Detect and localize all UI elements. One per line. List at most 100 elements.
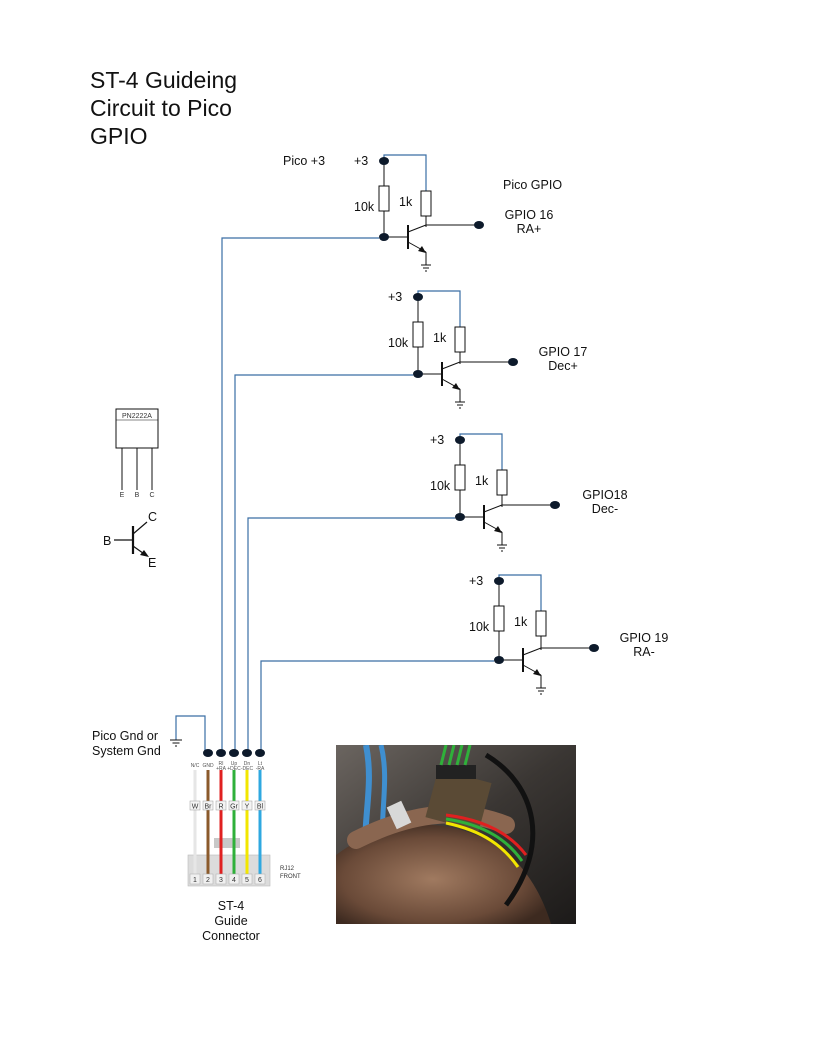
title-line-1: ST-4 Guideing: [90, 67, 238, 93]
collector-leg: [483, 504, 503, 513]
wire-letter-box: [254, 800, 266, 811]
wire-letter: Gr: [230, 804, 238, 811]
base-resistor-label: 10k: [388, 336, 409, 350]
collector-leg: [441, 361, 461, 370]
symbol-collector-label: C: [148, 510, 157, 524]
wire-letter-box: [202, 800, 214, 811]
supply-label: +3: [469, 574, 483, 588]
page-title: ST-4 Guideing Circuit to Pico GPIO: [90, 66, 237, 150]
pin-number: 6: [258, 877, 262, 884]
gpio-function-label: RA+: [517, 222, 542, 236]
pin-number-box: [202, 873, 214, 885]
pin-top-label: -DEC: [241, 766, 254, 772]
junction-node: [413, 370, 423, 378]
pin-top-label: Lt: [258, 761, 263, 767]
emitter-arrow: [418, 246, 426, 253]
npn-symbol: B C E: [103, 510, 157, 570]
pin-number: 3: [219, 877, 223, 884]
junction-node: [589, 644, 599, 652]
junction-node: [474, 221, 484, 229]
base-resistor-label: 10k: [354, 200, 375, 214]
pin-top-label: Dn: [244, 761, 251, 767]
assembly-photo: [336, 745, 576, 924]
pin-number: 4: [232, 877, 236, 884]
pin-number-box: [215, 873, 227, 885]
pin-top-label: N/C: [191, 763, 200, 769]
wire-letter: Bl: [257, 804, 264, 811]
pico-supply-label: Pico +3: [283, 154, 325, 168]
junction-node: [455, 513, 465, 521]
collector-resistor: [496, 469, 508, 496]
gpio-function-label: Dec+: [548, 359, 578, 373]
pin-number-box: [254, 873, 266, 885]
connector-pin-6: Bl 6 Lt-RA: [254, 749, 266, 885]
connector-node: [255, 749, 265, 757]
junction-node: [379, 233, 389, 241]
pin-number-box: [189, 873, 201, 885]
supply-rail: [498, 574, 542, 611]
junction-node: [550, 501, 560, 509]
collector-leg: [522, 647, 542, 656]
supply-rail: [417, 290, 461, 327]
pin-label-e: E: [120, 492, 125, 499]
collector-resistor-label: 1k: [433, 331, 447, 345]
front-label: FRONT: [280, 874, 301, 880]
connector-pin-1: W1N/C: [189, 763, 201, 885]
wire-letter-box: [228, 800, 240, 811]
wire-letter: Br: [205, 804, 213, 811]
symbol-base-label: B: [103, 534, 111, 548]
rj12-label: RJ12: [280, 866, 295, 872]
pin-top-label: GND: [202, 763, 214, 769]
pin-number-box: [241, 873, 253, 885]
supply-label: +3: [430, 433, 444, 447]
pin-top-label: Up: [231, 761, 238, 767]
emitter-arrow: [452, 383, 460, 390]
connector-caption-line-2: Guide: [214, 914, 247, 928]
supply-label: +3: [354, 154, 368, 168]
collector-leg: [407, 224, 427, 233]
transistor-package: PN2222A E B C: [115, 408, 159, 499]
collector-resistor-label: 1k: [514, 615, 528, 629]
wire-letter-box: [215, 800, 227, 811]
rj12-connector: W1N/CBr2GNDR3RI+RAGr4Up+DECY5Dn-DECBl6Lt…: [187, 749, 301, 887]
emitter-arrow: [533, 669, 541, 676]
gpio-label: GPIO 17: [539, 345, 588, 359]
junction-node: [379, 157, 389, 165]
signal-wire-1: [221, 237, 379, 753]
pin-number-box: [228, 873, 240, 885]
pin-number: 1: [193, 877, 197, 884]
junction-node: [455, 436, 465, 444]
pin-top-label: +DEC: [227, 766, 241, 772]
connector-node: [229, 749, 239, 757]
signal-wire-3: [247, 517, 455, 753]
signal-wire-2: [234, 374, 413, 753]
pin-top-label: -RA: [256, 766, 265, 772]
title-line-2: Circuit to Pico: [90, 95, 232, 121]
pin-top-label: RI: [219, 761, 224, 767]
pico-gpio-label: Pico GPIO: [503, 178, 562, 192]
signal-wire-4: [260, 660, 494, 753]
pin-label-b: B: [135, 492, 140, 499]
base-resistor-label: 10k: [430, 479, 451, 493]
title-line-3: GPIO: [90, 123, 148, 149]
gpio-function-label: Dec-: [592, 502, 618, 516]
emitter-arrow: [494, 526, 502, 533]
base-resistor: [493, 605, 505, 632]
collector-resistor-label: 1k: [475, 474, 489, 488]
symbol-emitter-label: E: [148, 556, 156, 570]
junction-node: [494, 656, 504, 664]
connector-caption-line-3: Connector: [202, 929, 260, 943]
supply-rail: [383, 154, 427, 191]
ground-wire: [170, 715, 206, 753]
base-resistor-label: 10k: [469, 620, 490, 634]
base-resistor: [412, 321, 424, 348]
collector-resistor: [535, 610, 547, 637]
base-resistor: [378, 185, 390, 212]
pin-number: 2: [206, 877, 210, 884]
collector-resistor: [420, 190, 432, 217]
